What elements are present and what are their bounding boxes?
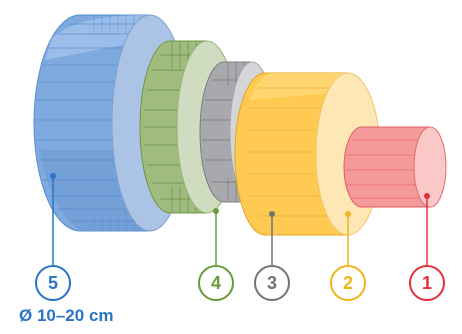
- callout-2-circle: [330, 265, 366, 301]
- marker-dot-1: [424, 193, 430, 199]
- diameter-label: Ø 10–20 cm: [19, 306, 114, 325]
- callout-4-number: 4: [211, 273, 221, 293]
- callout-4-circle: [198, 265, 234, 301]
- marker-dot-5: [50, 173, 56, 179]
- callout-5-circle: [35, 265, 71, 301]
- callout-5-number: 5: [48, 273, 58, 293]
- callout-3-circle: [254, 265, 290, 301]
- callout-3: 3: [254, 265, 290, 301]
- callout-1-circle: [409, 265, 445, 301]
- callout-4: 4: [198, 265, 234, 301]
- callout-2: 2: [330, 265, 366, 301]
- callout-1: 1: [409, 265, 445, 301]
- marker-dot-4: [213, 208, 219, 214]
- layer-1-core: [343, 126, 447, 208]
- leader-lines: [50, 173, 430, 266]
- callout-5: 5: [35, 265, 71, 301]
- callout-2-number: 2: [343, 273, 353, 293]
- callout-3-number: 3: [267, 273, 277, 293]
- marker-dot-2: [345, 211, 351, 217]
- callout-1-number: 1: [422, 273, 432, 293]
- marker-dot-3: [269, 211, 275, 217]
- layer-2-insulation: [234, 72, 381, 236]
